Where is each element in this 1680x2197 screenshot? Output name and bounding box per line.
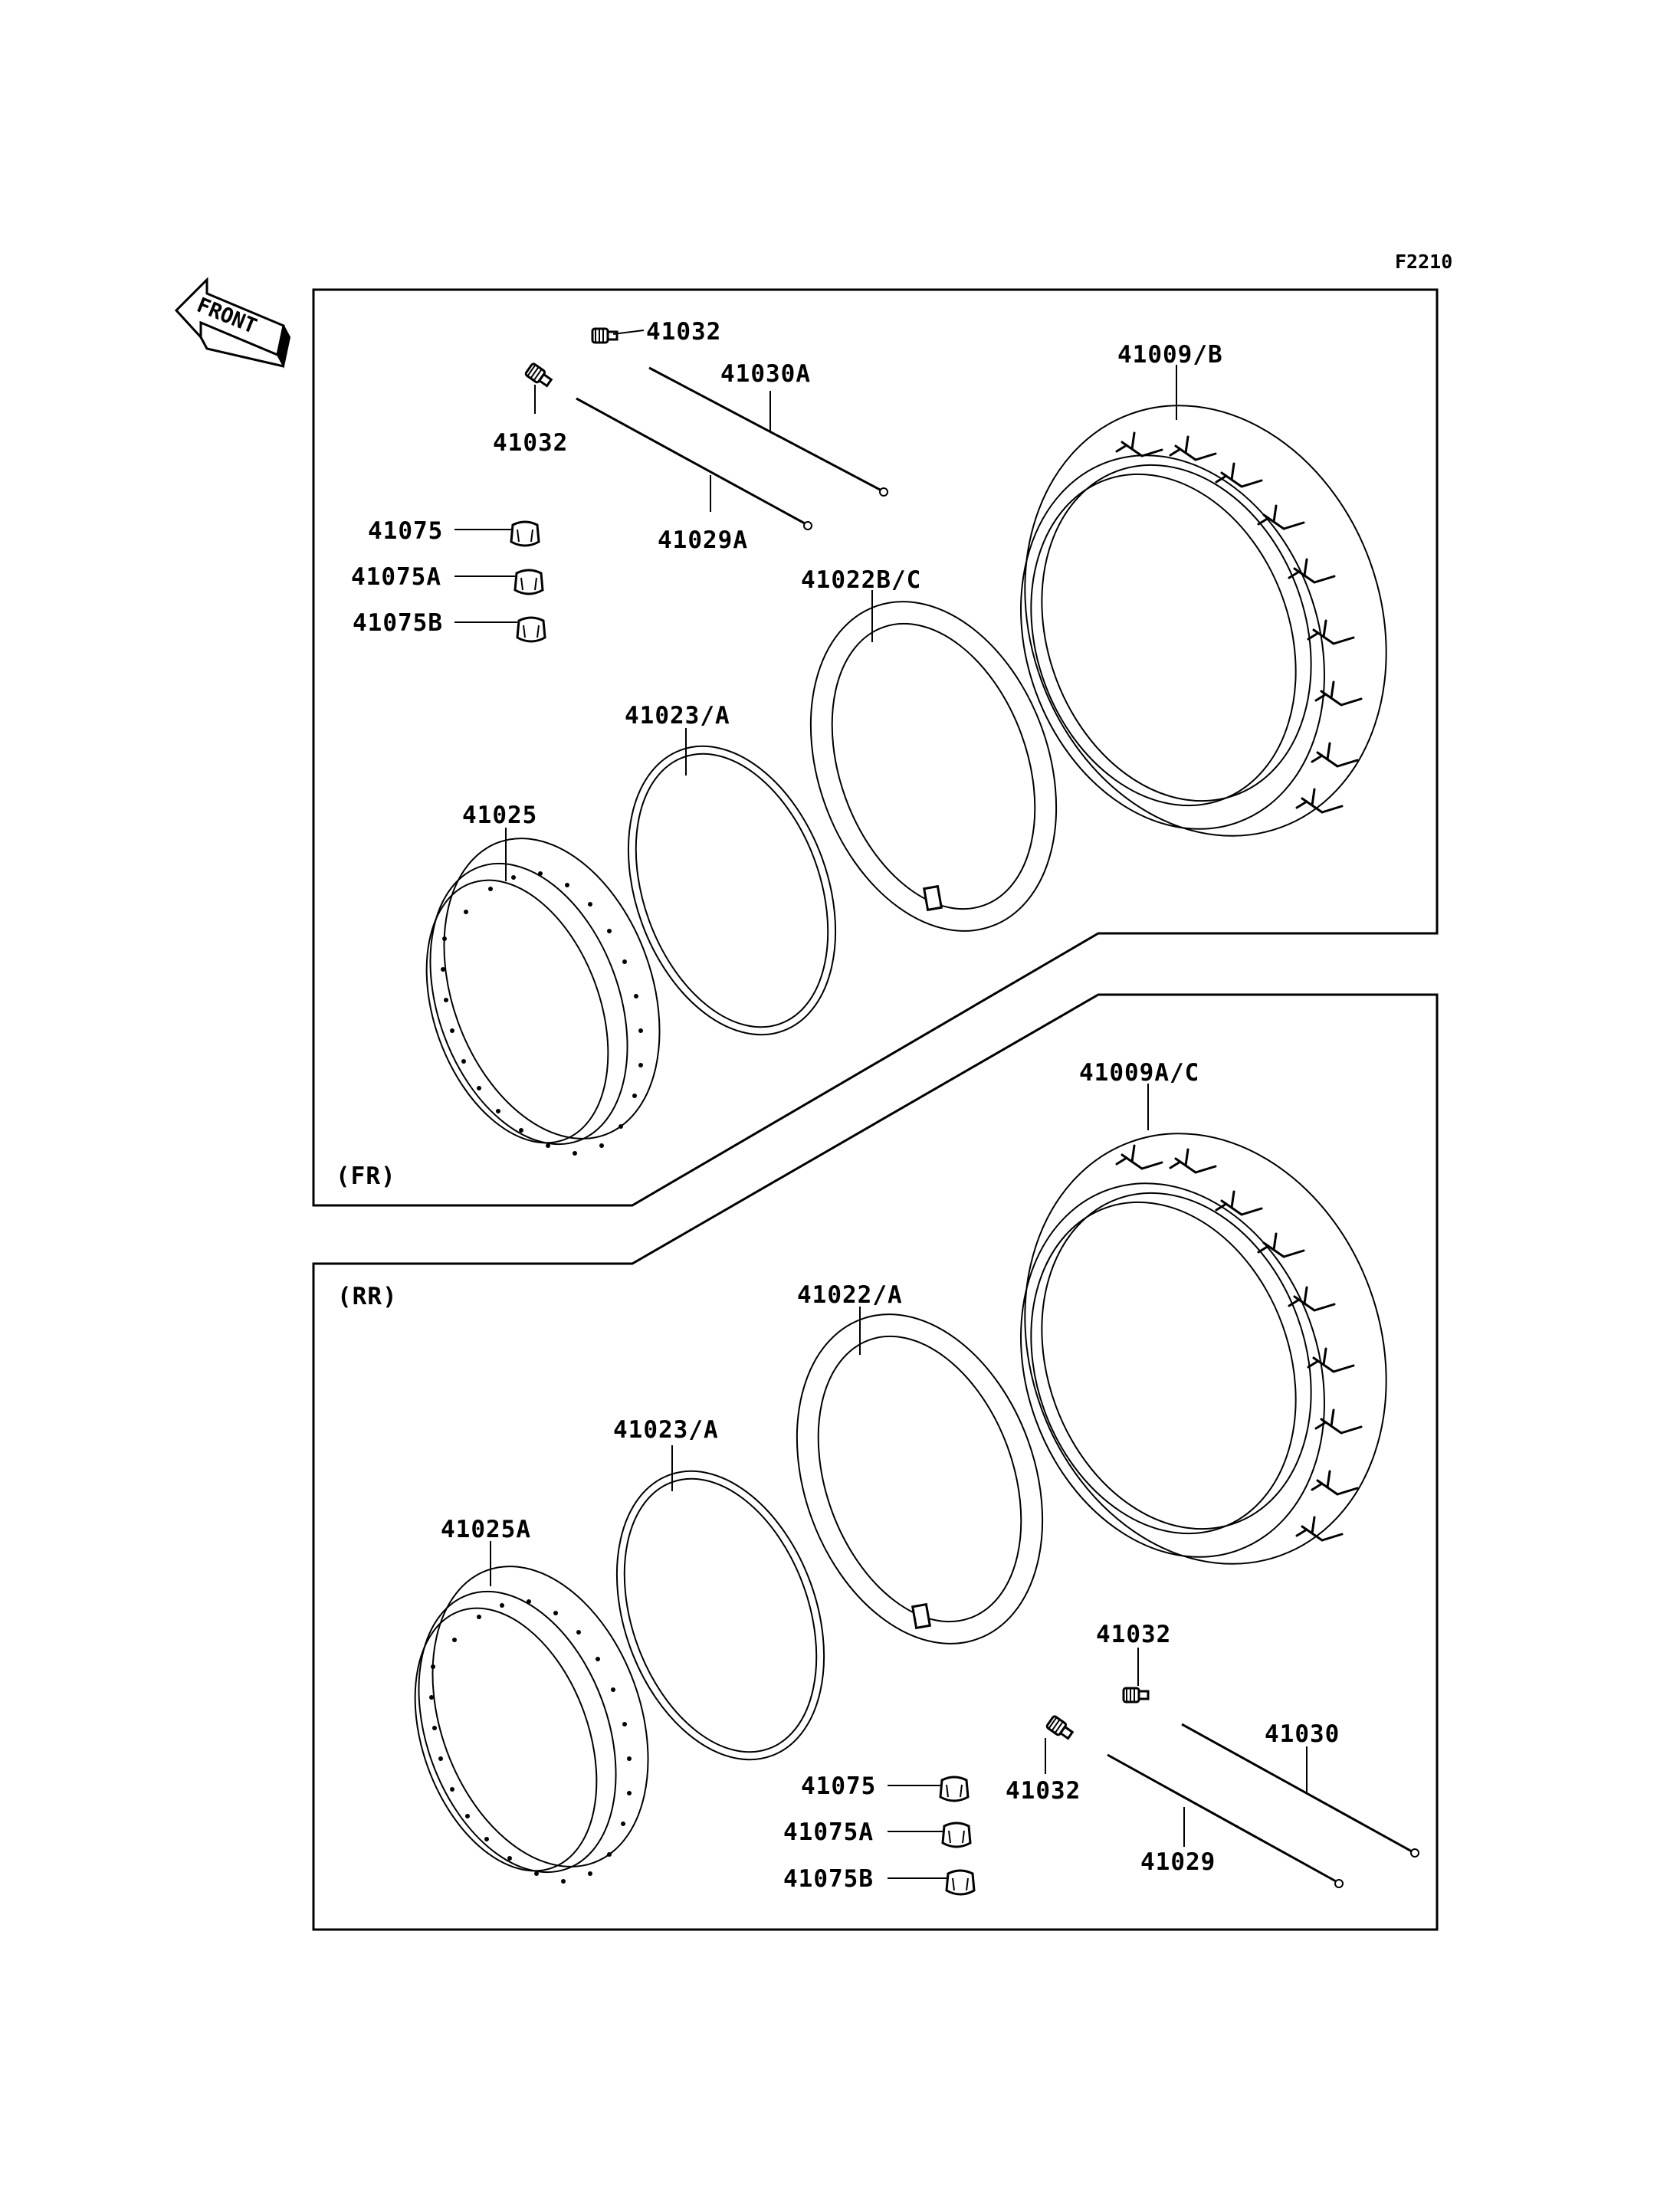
rr-valve-a-label: 41032 [1096,1621,1171,1648]
rr-weight-b-label: 41075B [783,1865,874,1893]
fr-weight-icon [510,520,540,547]
rr-spoke-b-icon [1107,1753,1344,1888]
fr-rim-icon [425,838,661,1156]
rear-section-title: (RR) [337,1283,398,1310]
rr-weight-b-icon [945,1869,976,1896]
fr-valve-b-label: 41032 [493,429,568,457]
front-section-frame [312,288,1439,1207]
rear-section-frame [312,993,1439,1931]
rr-weight-label: 41075 [801,1772,876,1800]
rr-rim-label: 41025A [441,1516,531,1543]
fr-spoke-b-icon [576,397,812,530]
rr-tire-icon [1020,1133,1387,1565]
fr-weight-label: 41075 [368,517,443,545]
rr-tube-label: 41022/A [797,1281,903,1309]
rr-spoke-a-icon [1181,1723,1419,1858]
rr-spoke-b-label: 41029 [1140,1848,1216,1876]
rr-weight-a-label: 41075A [783,1818,874,1846]
rr-tube-icon [796,1313,1044,1644]
fr-tire-label: 41009/B [1117,341,1223,369]
fr-tube-label: 41022B/C [801,566,921,594]
fr-spoke-b-label: 41029A [658,526,748,554]
fr-spoke-a-icon [648,366,888,497]
fr-spoke-a-label: 41030A [720,360,811,388]
rr-weight-a-icon [941,1822,972,1848]
fr-weight-a-label: 41075A [351,563,441,591]
fr-tube-icon [809,601,1058,932]
fr-valve-b-icon [523,362,555,390]
front-arrow-icon: FRONT [174,277,291,369]
rr-valve-b-icon [1045,1714,1076,1743]
diagram-code: F2210 [1395,251,1452,273]
fr-weight-b-label: 41075B [353,609,443,637]
fr-valve-a-label: 41032 [646,318,721,346]
fr-weight-b-icon [516,616,546,643]
rr-band-icon [615,1470,825,1761]
fr-band-label: 41023/A [625,702,730,730]
rr-band-label: 41023/A [613,1416,719,1444]
rr-rim-icon [414,1566,649,1884]
fr-valve-a-icon [591,327,619,344]
rr-valve-a-icon [1122,1687,1150,1703]
fr-rim-label: 41025 [462,802,537,829]
fr-tire-icon [1020,405,1387,837]
rr-valve-b-label: 41032 [1006,1777,1081,1805]
rr-tire-label: 41009A/C [1079,1059,1199,1087]
rr-weight-icon [939,1776,970,1802]
front-section-title: (FR) [336,1162,396,1190]
rr-spoke-a-label: 41030 [1265,1720,1340,1748]
fr-band-icon [627,745,837,1036]
fr-weight-a-icon [514,569,544,595]
